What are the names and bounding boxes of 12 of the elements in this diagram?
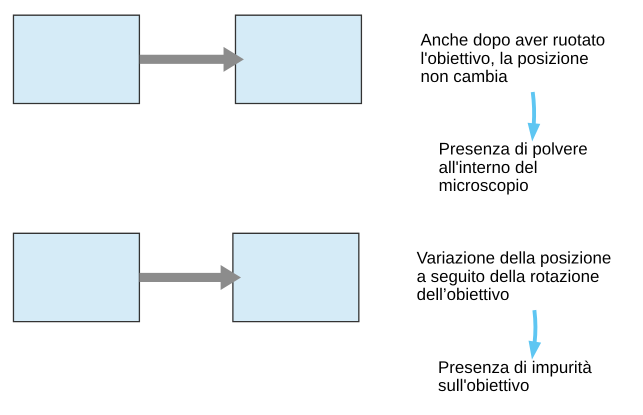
arrow xyxy=(528,91,540,141)
node-text: Variazione della posizione a seguito della rotazione dell’obiettivo xyxy=(416,248,612,304)
node-text: Anche dopo aver ruotato l'obiettivo, la posizione non cambia xyxy=(420,30,606,86)
node-text: Presenza di polvere all'interno del microscopio xyxy=(438,139,588,194)
node-box xyxy=(12,14,140,104)
node-text: Presenza di impurità sull'obiettivo xyxy=(438,357,592,394)
arrow xyxy=(139,264,242,290)
arrow xyxy=(140,46,244,72)
node-box xyxy=(234,14,362,104)
arrow xyxy=(528,309,542,360)
node-box xyxy=(12,232,140,322)
node-box xyxy=(232,232,360,322)
